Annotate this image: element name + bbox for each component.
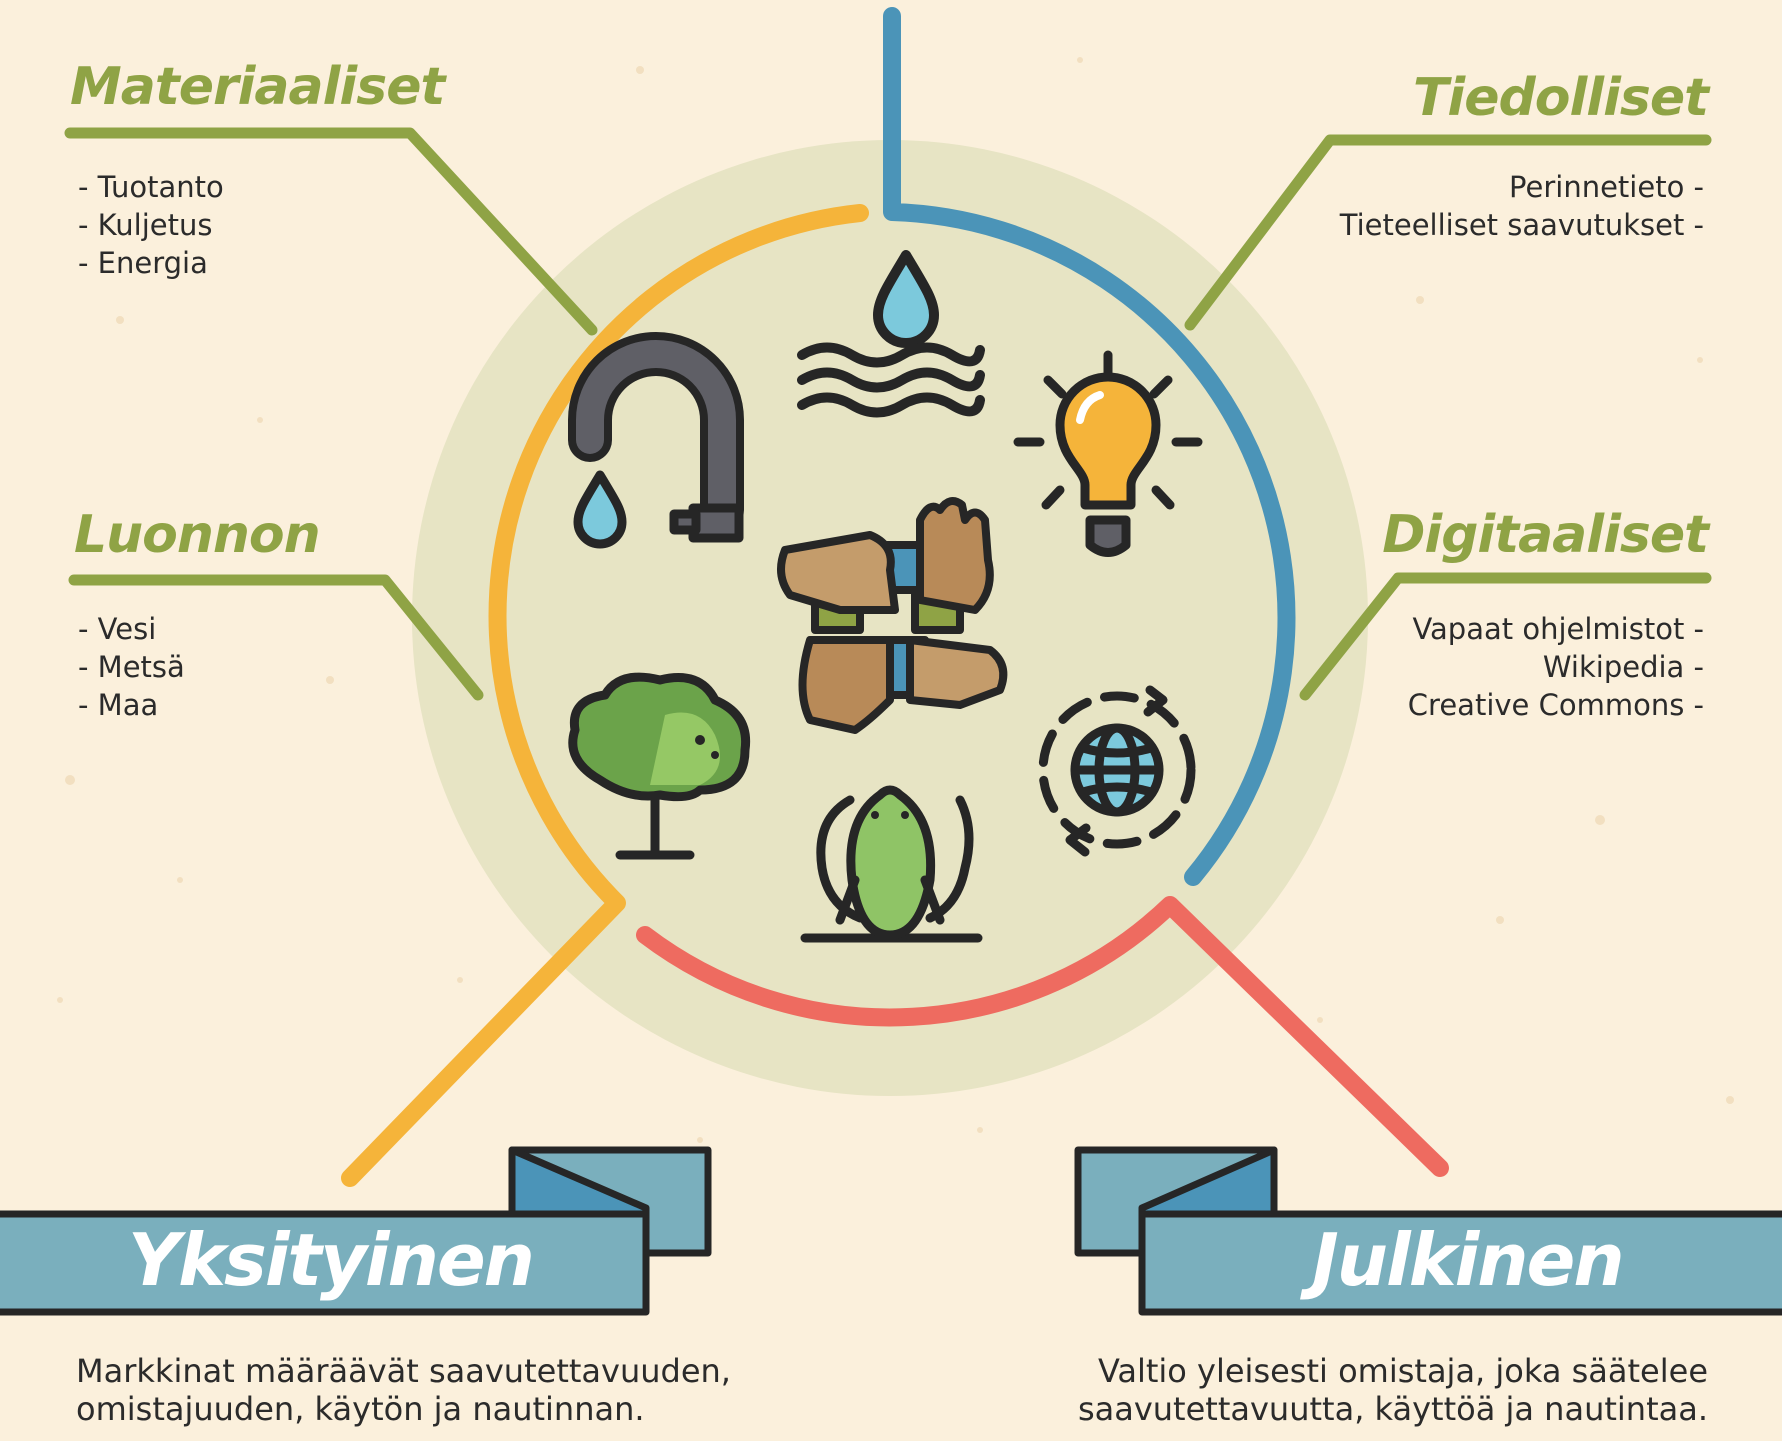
luonnon-list: - Vesi - Metsä - Maa — [78, 610, 185, 724]
digitaaliset-title: Digitaaliset — [1382, 505, 1709, 565]
connector-lines — [64, 127, 1712, 701]
yksityinen-title: Yksityinen — [128, 1218, 535, 1302]
description-line: omistajuuden, käytön ja nautinnan. — [76, 1390, 645, 1428]
connector-digitaaliset — [1299, 572, 1712, 701]
julkinen-description: Valtio yleisesti omistaja, joka säätelee… — [1078, 1352, 1708, 1428]
description-line: saavutettavuutta, käyttöä ja nautintaa. — [1077, 1390, 1708, 1428]
list-item: Vapaat ohjelmistot - — [1412, 612, 1704, 646]
faucet-icon — [568, 332, 744, 549]
list-item: Wikipedia - — [1542, 650, 1704, 684]
frog-icon — [800, 785, 983, 943]
list-item: - Metsä — [78, 650, 185, 684]
connector-luonnon — [68, 574, 484, 701]
luonnon-title: Luonnon — [74, 505, 321, 565]
yksityinen-description: Markkinat määräävät saavutettavuuden, om… — [76, 1352, 731, 1428]
list-item: Creative Commons - — [1407, 688, 1704, 722]
private-arc — [341, 204, 869, 1187]
list-item: Tieteelliset saavutukset - — [1339, 208, 1704, 242]
digitaaliset-list: Vapaat ohjelmistot - Wikipedia - Creativ… — [1408, 610, 1704, 724]
yksityinen-banner — [0, 1146, 712, 1316]
list-item: - Tuotanto — [78, 170, 224, 204]
tree-icon — [568, 672, 751, 860]
water-drop-waves-icon — [797, 250, 985, 418]
list-item: - Vesi — [78, 612, 157, 646]
materiaaliset-list: - Tuotanto - Kuljetus - Energia — [78, 168, 224, 282]
julkinen-title: Julkinen — [1312, 1218, 1625, 1302]
joined-hands-icon — [777, 497, 1008, 734]
list-item: - Energia — [78, 246, 208, 280]
knowledge-arc — [883, 7, 1296, 886]
public-arc — [636, 896, 1449, 1177]
materiaaliset-title: Materiaaliset — [70, 57, 445, 117]
julkinen-banner — [1074, 1146, 1782, 1316]
connector-tiedolliset — [1184, 134, 1712, 331]
globe-recycle-icon — [1038, 685, 1196, 857]
connector-materiaaliset — [64, 127, 598, 336]
tiedolliset-title: Tiedolliset — [1412, 68, 1709, 128]
list-item: Perinnetieto - — [1509, 170, 1704, 204]
list-item: - Maa — [78, 688, 159, 722]
light-bulb-icon — [1013, 350, 1203, 557]
tiedolliset-list: Perinnetieto - Tieteelliset saavutukset … — [1340, 168, 1704, 244]
list-item: - Kuljetus — [78, 208, 213, 242]
description-line: Markkinat määräävät saavutettavuuden, — [76, 1352, 731, 1390]
description-line: Valtio yleisesti omistaja, joka säätelee — [1097, 1352, 1708, 1390]
